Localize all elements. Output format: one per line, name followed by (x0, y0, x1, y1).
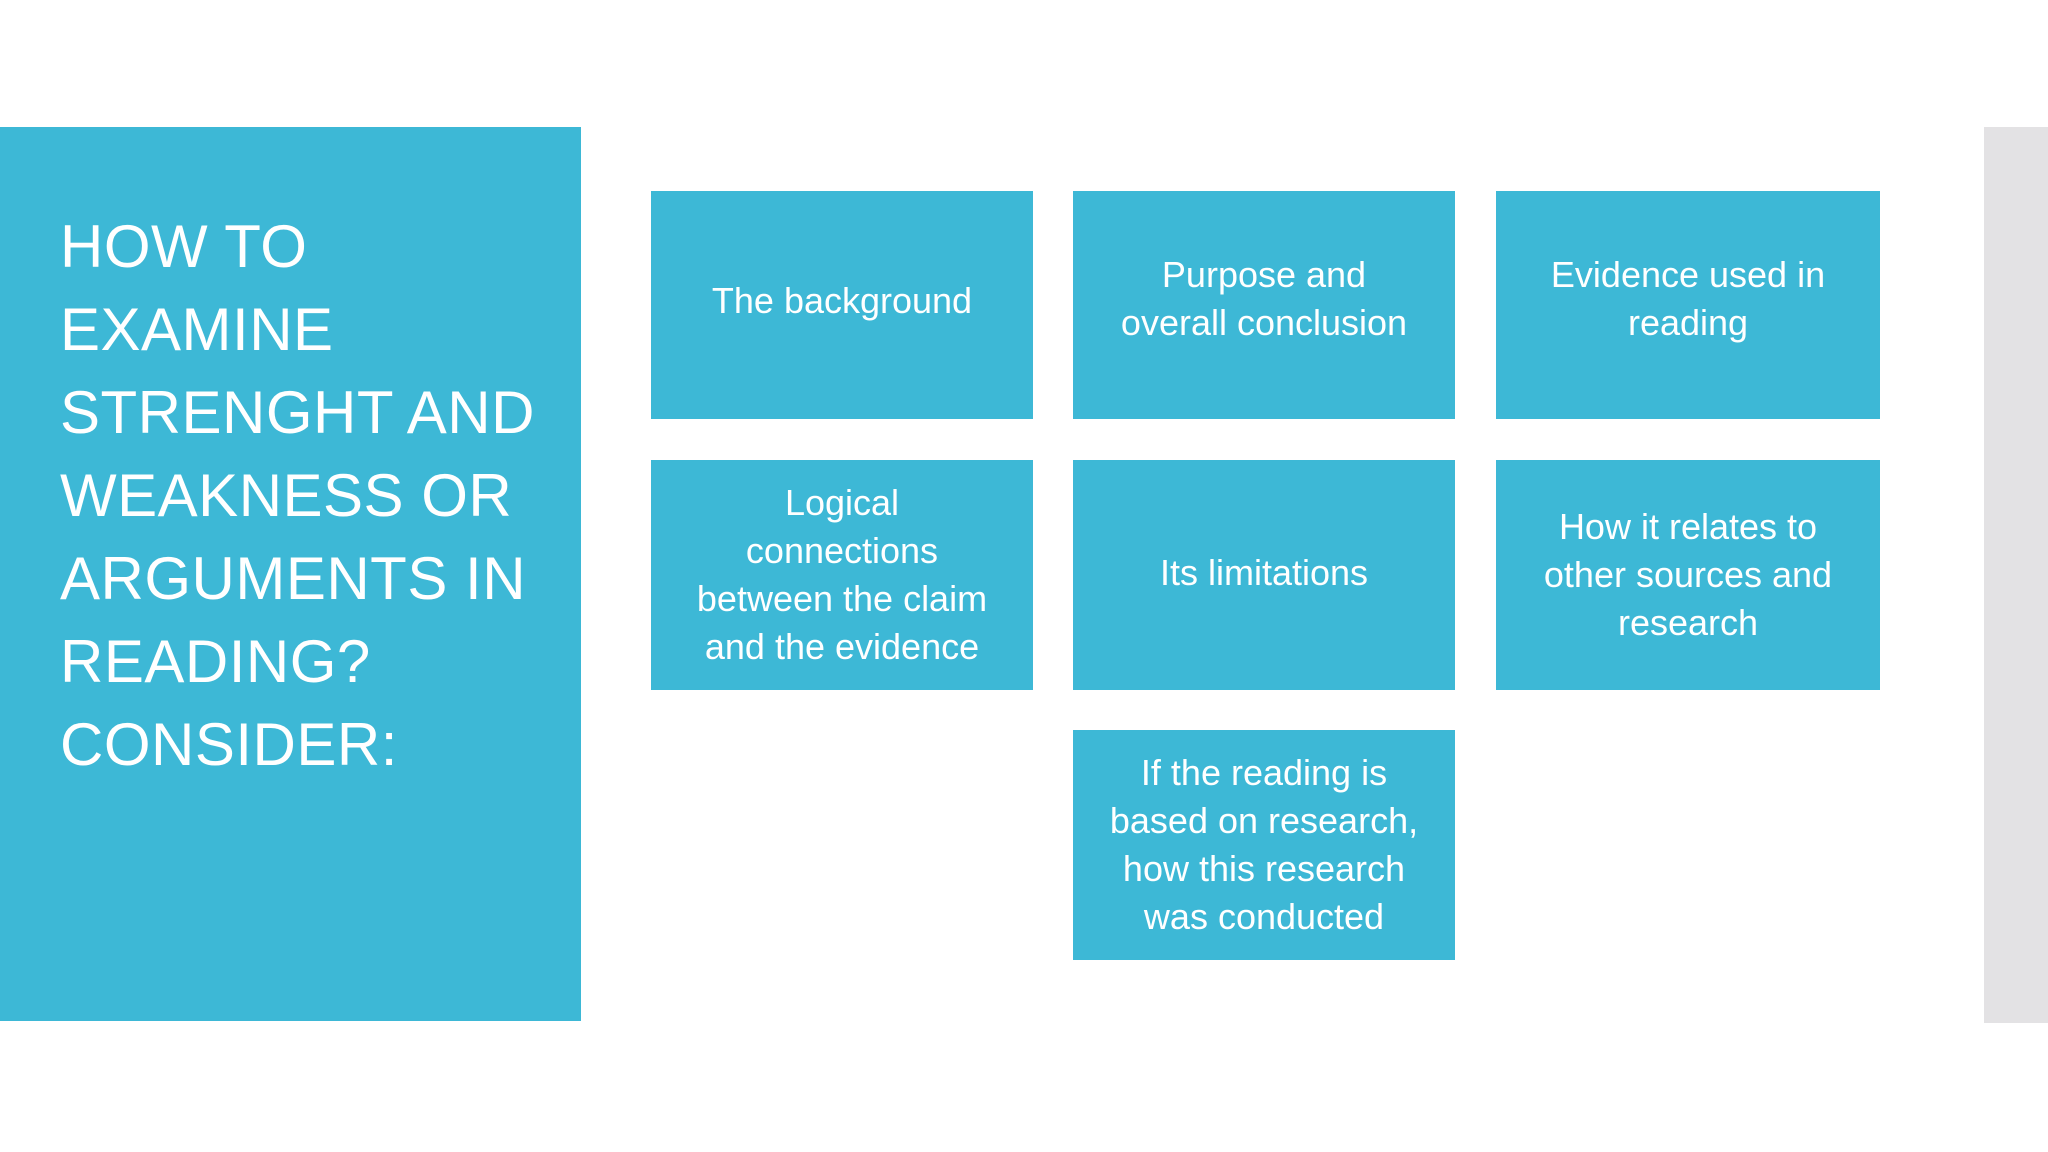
content-box-label: Evidence used in reading (1550, 254, 1826, 343)
content-box-label: The background (711, 280, 973, 321)
content-box-logical-connections[interactable]: Logical connections between the claim an… (651, 460, 1033, 690)
content-box-limitations[interactable]: Its limitations (1073, 460, 1455, 690)
page-title: HOW TO EXAMINE STRENGHT AND WEAKNESS OR … (60, 213, 535, 778)
content-box-relates-to-other-sources[interactable]: How it relates to other sources and rese… (1496, 460, 1880, 690)
content-box-label: Its limitations (1159, 552, 1369, 593)
content-box-purpose[interactable]: Purpose and overall conclusion (1073, 191, 1455, 419)
title-panel: HOW TO EXAMINE STRENGHT AND WEAKNESS OR … (0, 127, 581, 1021)
content-box-research-conducted[interactable]: If the reading is based on research, how… (1073, 730, 1455, 960)
content-box-label: Purpose and overall conclusion (1120, 254, 1408, 343)
content-box-label: How it relates to other sources and rese… (1543, 506, 1833, 643)
content-box-evidence[interactable]: Evidence used in reading (1496, 191, 1880, 419)
content-box-label: Logical connections between the claim an… (696, 482, 988, 667)
content-box-label: If the reading is based on research, how… (1109, 752, 1419, 937)
right-side-panel (1984, 127, 2048, 1023)
content-box-background[interactable]: The background (651, 191, 1033, 419)
